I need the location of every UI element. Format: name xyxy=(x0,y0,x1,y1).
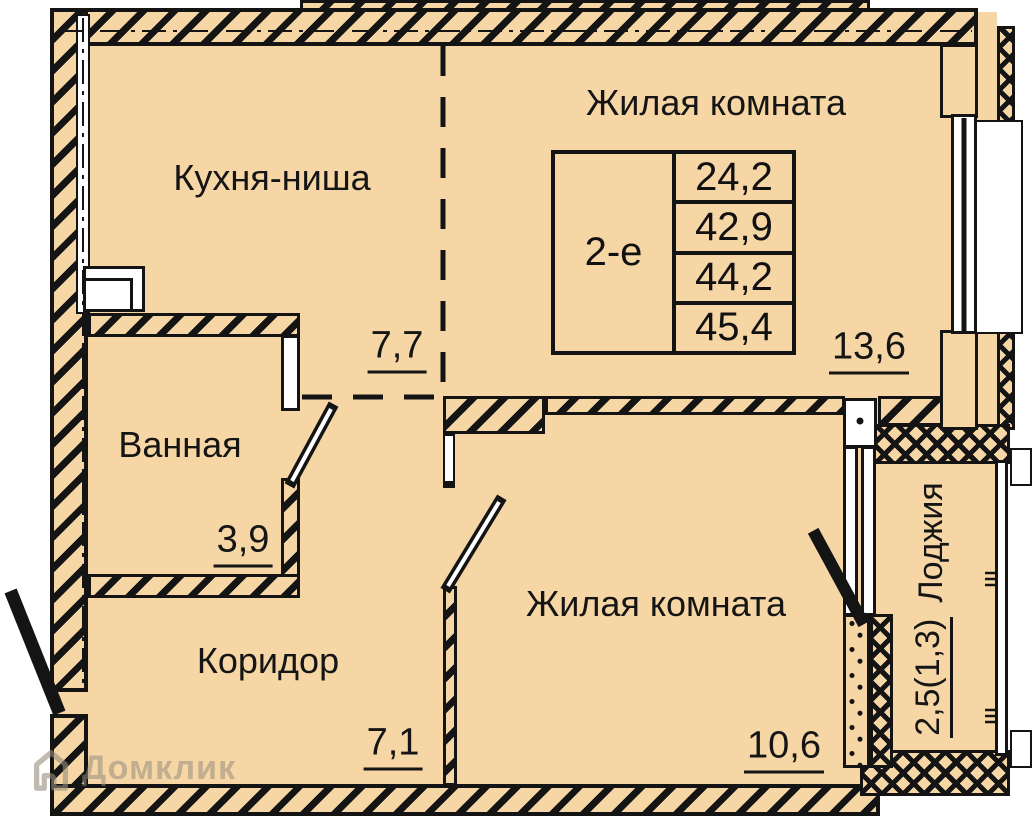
window-right xyxy=(951,114,977,334)
apartment-type-cell: 2-е xyxy=(555,154,676,351)
bathroom-wall-right-upper xyxy=(281,335,300,411)
bathroom-wall-right-lower xyxy=(281,478,300,578)
corridor-label: Коридор xyxy=(196,640,340,681)
bathroom-label: Ванная xyxy=(118,424,242,465)
wall-middle-thin xyxy=(545,396,845,415)
kitchen-area: 7,7 xyxy=(367,325,427,374)
info-table-area-row: 44,2 xyxy=(676,255,792,305)
living-bottom-area: 10,6 xyxy=(744,725,824,774)
stub-wall xyxy=(443,434,455,488)
floor-loggia xyxy=(875,440,1007,760)
loggia-parapet-concrete xyxy=(843,614,870,768)
bathroom-area: 3,9 xyxy=(213,519,273,568)
partition-corridor-room xyxy=(443,586,457,786)
bathroom-wall-top xyxy=(88,313,300,337)
info-table-area-row: 24,2 xyxy=(676,154,792,205)
living-top-area: 13,6 xyxy=(829,326,909,375)
loggia-label: Лоджия xyxy=(911,482,950,603)
info-table-area-row: 42,9 xyxy=(676,204,792,255)
pilaster-top-right xyxy=(1010,448,1032,486)
loggia-label-group: 2,5(1,3) Лоджия xyxy=(901,420,961,800)
balcony-window-pane-2 xyxy=(861,446,876,616)
window-sill-right xyxy=(975,120,1023,334)
loggia-parapet xyxy=(870,614,893,768)
watermark-text: Домклик xyxy=(82,748,237,787)
wall-top xyxy=(50,8,978,46)
domclick-house-icon xyxy=(33,750,69,791)
loggia-glazing xyxy=(995,460,1008,756)
wall-left-lower xyxy=(50,714,88,790)
apartment-info-table: 2-е 24,2 42,9 44,2 45,4 xyxy=(551,150,796,355)
pilaster-bottom-right xyxy=(1010,730,1032,768)
domclick-watermark: Домклик xyxy=(28,744,236,792)
bathroom-wall-bottom xyxy=(88,574,300,598)
balcony-window-pane-1 xyxy=(843,446,858,616)
corridor-area: 7,1 xyxy=(363,722,423,771)
loggia-area: 2,5(1,3) xyxy=(909,616,953,738)
wall-middle-block xyxy=(443,396,545,434)
kitchen-label: Кухня-ниша xyxy=(173,157,371,198)
pier-right-lower xyxy=(940,330,978,430)
duct-box-inner xyxy=(83,278,133,312)
wall-bottom xyxy=(50,784,880,816)
living-bottom-label: Жилая комната xyxy=(525,583,787,624)
living-top-label: Жилая комната xyxy=(585,82,847,123)
balcony-post xyxy=(843,398,877,448)
pier-right-upper xyxy=(940,44,978,118)
info-table-area-row: 45,4 xyxy=(695,305,773,350)
